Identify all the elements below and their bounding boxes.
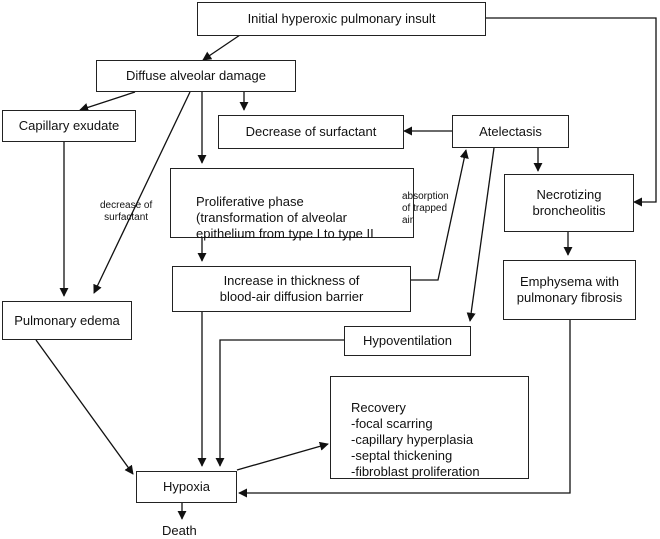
node-label: Diffuse alveolar damage (126, 68, 266, 83)
edge-insult-to-necrotizing (486, 17, 657, 207)
node-death: Death (162, 523, 197, 539)
node-label: Atelectasis (479, 123, 542, 139)
node-initial-insult: Initial hyperoxic pulmonary insult (197, 2, 486, 36)
node-label: Capillary exudate (18, 118, 120, 133)
node-label: Initial hyperoxic pulmonary insult (247, 11, 436, 26)
node-recovery: Recovery -focal scarring -capillary hype… (330, 376, 529, 479)
edge-label-decrease-of-surfactant: decrease of surfactant (100, 200, 153, 223)
node-label: Pulmonary edema (14, 312, 120, 328)
edge-atelectasis-to-hypoventilation (466, 147, 495, 322)
node-label: Decrease of surfactant (245, 124, 377, 139)
node-atelectasis: Atelectasis (452, 115, 569, 148)
node-label: Necrotizing broncheolitis (532, 187, 606, 218)
node-label: Increase in thickness of blood-air diffu… (219, 273, 364, 304)
node-label: Hypoventilation (363, 333, 452, 348)
edge-thickness-to-atelectasis (411, 149, 469, 281)
node-increase-in-thickness: Increase in thickness of blood-air diffu… (172, 266, 411, 312)
node-label: Death (162, 523, 197, 538)
node-necrotizing-broncheolitis: Necrotizing broncheolitis (504, 174, 634, 232)
node-capillary-exudate: Capillary exudate (2, 110, 136, 142)
node-decrease-of-surfactant: Decrease of surfactant (218, 115, 404, 149)
edge-damage-to-edema (93, 91, 191, 294)
node-label: Emphysema with pulmonary fibrosis (516, 274, 623, 305)
node-hypoventilation: Hypoventilation (344, 326, 471, 356)
node-label: Proliferative phase (transformation of a… (196, 194, 374, 241)
node-proliferative-phase: Proliferative phase (transformation of a… (170, 168, 414, 241)
edge-hypoventilation-to-hypoxia (215, 339, 344, 467)
node-label: Recovery -focal scarring -capillary hype… (351, 400, 480, 479)
node-label: Hypoxia (163, 479, 210, 494)
edge-damage-to-exudate (79, 91, 136, 112)
node-diffuse-alveolar-damage: Diffuse alveolar damage (96, 60, 296, 92)
edge-emphysema-to-hypoxia (238, 320, 571, 498)
node-pulmonary-edema: Pulmonary edema (2, 301, 132, 340)
node-emphysema-fibrosis: Emphysema with pulmonary fibrosis (503, 260, 636, 320)
edge-edema-to-hypoxia (35, 339, 134, 475)
edge-label-absorption-of-trapped-air: absorption of trapped air (402, 191, 449, 226)
edge-insult-to-damage (202, 34, 241, 61)
edge-hypoxia-to-recovery (236, 441, 329, 471)
node-hypoxia: Hypoxia (136, 471, 237, 503)
